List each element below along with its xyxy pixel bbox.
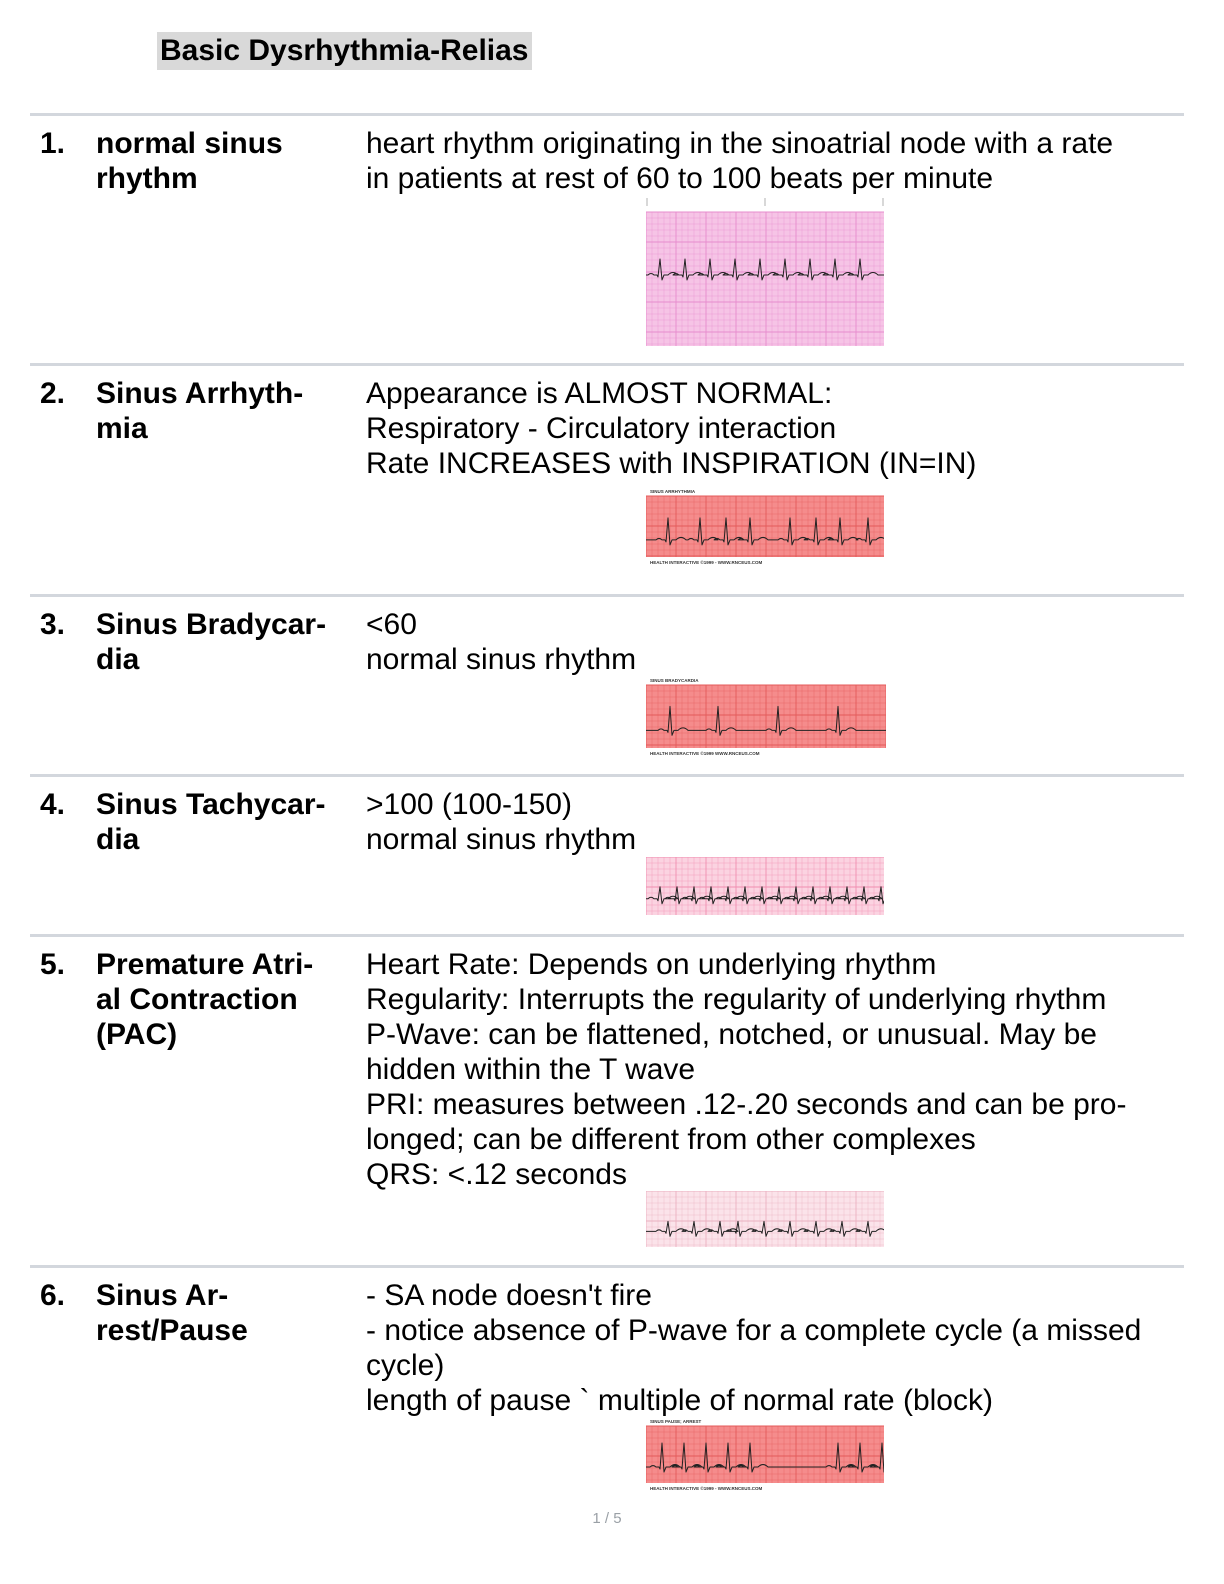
ecg-strip-sinus-arrhythmia: SINUS ARRHYTHMIA HEALTH INTERACTIVE ©1999… [646,486,884,566]
ecg-strip-graphic: SINUS ARRHYTHMIA HEALTH INTERACTIVE ©1999… [646,489,884,565]
term-line: Sinus Ar- [96,1279,229,1312]
strip-label: SINUS ARRHYTHMIA [650,489,696,494]
strip-footer: HEALTH INTERACTIVE ©1999 - WWW.RNCEUS.CO… [650,559,762,565]
term-line: dia [96,823,140,856]
definition-line: <60 [366,608,417,641]
ecg-strip-graphic [646,857,884,915]
flashcard: 4. Sinus Tachycar- dia >100 (100-150) no… [30,774,1184,937]
ecg-strip-sinus-pause: SINUS PAUSE; ARREST HEALTH INTERACTIVE ©1… [646,1416,884,1492]
page-number: 1 / 5 [592,1510,622,1527]
definition-line: normal sinus rhythm [366,643,637,676]
term-line: Sinus Arrhyth- [96,377,304,410]
definition-line: heart rhythm originating in the sinoatri… [366,127,1114,160]
flashcard: 2. Sinus Arrhyth- mia Appearance is ALMO… [30,363,1184,597]
strip-footer: HEALTH INTERACTIVE ©1999 WWW.RNCEUS.COM [650,750,760,756]
definition-line: Rate INCREASES with INSPIRATION (IN=IN) [366,447,977,480]
strip-label: SINUS BRADYCARDIA [650,678,699,683]
card-definition: <60 normal sinus rhythm [366,607,1181,677]
definition-line: Regularity: Interrupts the regularity of… [366,983,1107,1016]
ecg-strip-sinus-tachycardia [646,857,884,915]
flashcard: 3. Sinus Bradycar- dia <60 normal sinus … [30,594,1184,777]
flashcard: 1. normal sinus rhythm heart rhythm orig… [30,113,1184,366]
ecg-strip-graphic: SINUS BRADYCARDIA HEALTH INTERACTIVE ©199… [646,678,886,756]
strip-footer: HEALTH INTERACTIVE ©1999 - WWW.RNCEUS.CO… [650,1485,762,1491]
definition-line: in patients at rest of 60 to 100 beats p… [366,162,994,195]
term-line: Sinus Bradycar- [96,608,327,641]
card-definition: Appearance is ALMOST NORMAL: Respiratory… [366,376,1181,481]
term-line: rest/Pause [96,1314,248,1347]
term-line: normal sinus [96,127,283,160]
definition-line: - SA node doesn't fire [366,1279,652,1312]
card-term: Sinus Arrhyth- mia [96,376,351,446]
ecg-strip-graphic [646,1191,884,1247]
ecg-strip-graphic: SINUS PAUSE; ARREST HEALTH INTERACTIVE ©1… [646,1419,884,1491]
term-line: Sinus Tachycar- [96,788,326,821]
term-line: al Contraction [96,983,298,1016]
card-number: 3. [40,608,66,641]
term-line: mia [96,412,148,445]
card-number: 5. [40,948,66,981]
definition-line: longed; can be different from other comp… [366,1123,976,1156]
card-term: Sinus Bradycar- dia [96,607,351,677]
ecg-strip-premature-atrial-contraction [646,1191,884,1247]
card-number: 6. [40,1279,66,1312]
definition-line: QRS: <.12 seconds [366,1158,627,1191]
card-term: normal sinus rhythm [96,126,351,196]
term-line: (PAC) [96,1018,178,1051]
definition-line: length of pause ` multiple of normal rat… [366,1384,993,1417]
term-line: Premature Atri- [96,948,314,981]
card-number: 2. [40,377,66,410]
card-number: 1. [40,127,66,160]
card-definition: >100 (100-150) normal sinus rhythm [366,787,1181,857]
definition-line: Respiratory - Circulatory interaction [366,412,837,445]
definition-line: PRI: measures between .12-.20 seconds an… [366,1088,1127,1121]
definition-line: hidden within the T wave [366,1053,696,1086]
card-term: Premature Atri- al Contraction (PAC) [96,947,351,1052]
definition-line: P-Wave: can be flattened, notched, or un… [366,1018,1097,1051]
card-number: 4. [40,788,66,821]
ecg-strip-graphic [646,198,884,346]
definition-line: Heart Rate: Depends on underlying rhythm [366,948,937,981]
definition-line: - notice absence of P-wave for a complet… [366,1314,1142,1347]
card-term: Sinus Ar- rest/Pause [96,1278,351,1348]
term-line: dia [96,643,140,676]
strip-label: SINUS PAUSE; ARREST [650,1419,702,1424]
ecg-strip-sinus-bradycardia: SINUS BRADYCARDIA HEALTH INTERACTIVE ©199… [646,675,886,757]
definition-line: >100 (100-150) [366,788,572,821]
card-definition: heart rhythm originating in the sinoatri… [366,126,1181,196]
card-definition: - SA node doesn't fire - notice absence … [366,1278,1181,1418]
document-title: Basic Dysrhythmia-Relias [157,32,532,70]
definition-line: normal sinus rhythm [366,823,637,856]
definition-line: cycle) [366,1349,445,1382]
definition-line: Appearance is ALMOST NORMAL: [366,377,833,410]
card-term: Sinus Tachycar- dia [96,787,351,857]
flashcard: 6. Sinus Ar- rest/Pause - SA node doesn'… [30,1265,1184,1508]
ecg-strip-normal-sinus-rhythm [646,198,884,346]
term-line: rhythm [96,162,198,195]
flashcard: 5. Premature Atri- al Contraction (PAC) … [30,934,1184,1268]
card-definition: Heart Rate: Depends on underlying rhythm… [366,947,1181,1192]
